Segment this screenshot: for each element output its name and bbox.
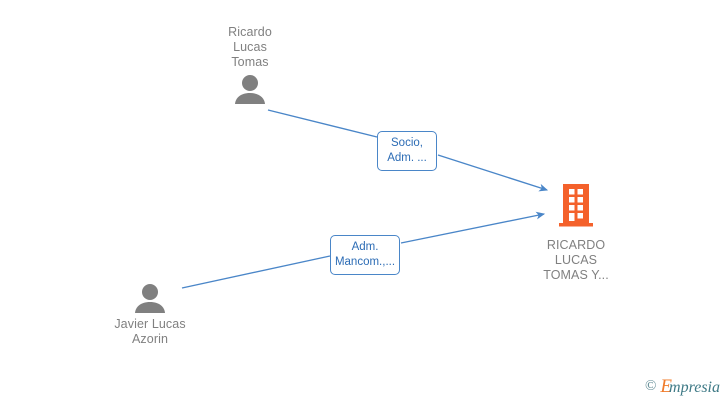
edge-label-adm-mancom[interactable]: Adm. Mancom.,... — [330, 235, 400, 275]
building-icon — [559, 184, 593, 227]
node-person-javier-lucas-azorin[interactable]: Javier Lucas Azorin — [85, 283, 215, 347]
node-person-label: Ricardo Lucas Tomas — [228, 25, 272, 69]
watermark-brand-name: mpresia — [669, 379, 720, 396]
edge-label-socio[interactable]: Socio, Adm. ... — [377, 131, 437, 171]
person-icon — [235, 75, 265, 104]
edge-line-mancom-in — [181, 255, 331, 289]
node-person-ricardo-lucas-tomas[interactable]: Ricardo Lucas Tomas — [185, 25, 315, 104]
node-company-ricardo-lucas-tomas-y[interactable]: RICARDO LUCAS TOMAS Y... — [511, 183, 641, 283]
watermark-brand-initial: E — [660, 376, 673, 397]
node-person-label: Javier Lucas Azorin — [114, 317, 186, 346]
edge-line-socio-out — [437, 154, 549, 192]
edge-line-socio-in — [267, 109, 378, 138]
edge-line-mancom-out — [400, 211, 546, 244]
copyright-icon: © — [645, 378, 657, 394]
watermark-empresia: © E mpresia — [645, 377, 720, 396]
node-company-label: RICARDO LUCAS TOMAS Y... — [543, 238, 609, 282]
person-icon — [135, 284, 165, 313]
